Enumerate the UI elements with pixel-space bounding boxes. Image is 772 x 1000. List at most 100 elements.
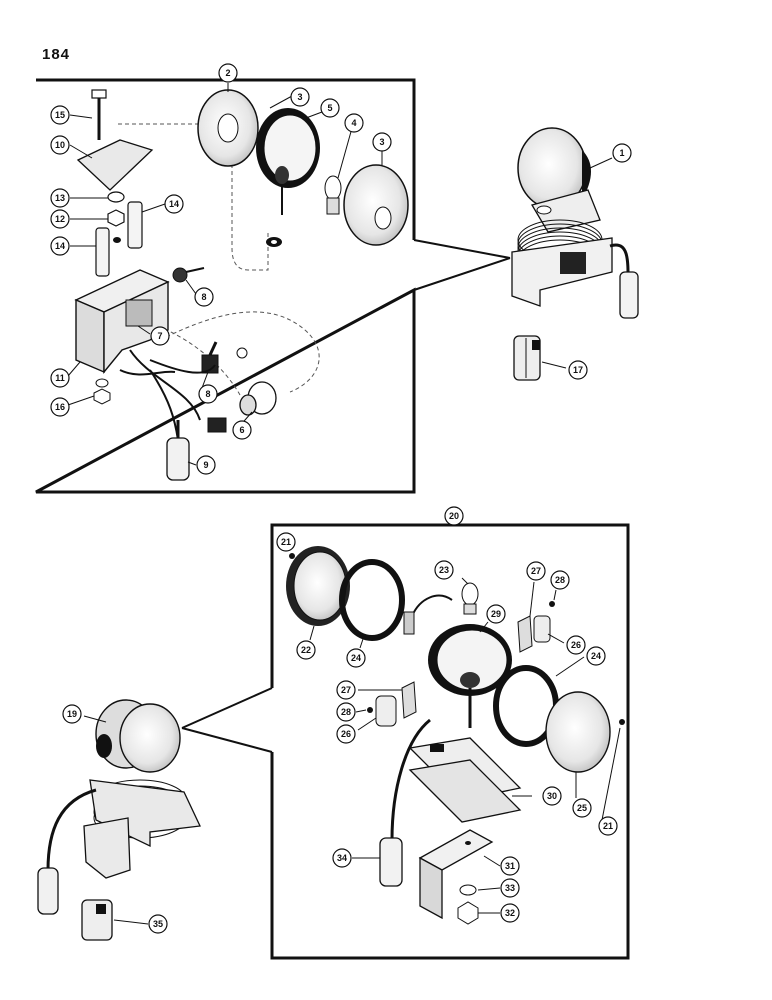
callout-8b: 8	[198, 384, 218, 404]
callout-circle	[486, 604, 506, 624]
callout-circle	[320, 98, 340, 118]
callout-circle	[500, 903, 520, 923]
bracket-31	[418, 829, 494, 920]
callout-9: 9	[196, 455, 216, 475]
callout-label: 4	[351, 118, 356, 128]
callout-circle	[336, 680, 356, 700]
callout-3a: 3	[290, 87, 310, 107]
callout-circle	[50, 209, 70, 229]
washer-33	[459, 884, 477, 896]
top-leaders	[67, 83, 383, 466]
bulb-23	[461, 582, 479, 615]
callout-circle	[500, 878, 520, 898]
callout-23: 23	[434, 560, 454, 580]
callout-circle	[50, 135, 70, 155]
nut-12	[107, 209, 125, 227]
page-number: 184	[42, 46, 71, 63]
lens-22	[286, 546, 350, 626]
callout-circle	[500, 856, 520, 876]
callout-22: 22	[296, 640, 316, 660]
assembled-lamp-1	[511, 127, 639, 319]
callout-label: 8	[205, 389, 210, 399]
housing-5	[256, 108, 320, 215]
lens-3b	[343, 164, 409, 246]
nut-16	[93, 388, 111, 405]
callout-label: 11	[55, 373, 65, 383]
callout-label: 13	[55, 193, 65, 203]
callout-label: 16	[55, 402, 65, 412]
callout-19: 19	[62, 704, 82, 724]
callout-10: 10	[50, 135, 70, 155]
callout-circle	[194, 287, 214, 307]
screw-28b	[367, 707, 373, 713]
callout-circle	[336, 724, 356, 744]
callout-21b: 21	[598, 816, 618, 836]
callout-circle	[50, 397, 70, 417]
callout-21a: 21	[276, 532, 296, 552]
callout-13: 13	[50, 188, 70, 208]
top-pointer-upper	[413, 239, 511, 259]
callout-28b: 28	[336, 702, 356, 722]
callout-circle	[598, 816, 618, 836]
bottom-group-frame	[270, 523, 630, 960]
callout-circle	[62, 704, 82, 724]
callout-label: 28	[555, 575, 565, 585]
assembled-lamp-19	[37, 699, 201, 915]
callout-12: 12	[50, 209, 70, 229]
callout-label: 21	[603, 821, 613, 831]
callout-27a: 27	[526, 561, 546, 581]
callout-circle	[372, 132, 392, 152]
callout-circle	[612, 143, 632, 163]
lens-3a	[197, 89, 259, 167]
callout-26a: 26	[566, 635, 586, 655]
spacer-14a	[127, 201, 143, 249]
callout-8a: 8	[194, 287, 214, 307]
callout-circle	[50, 236, 70, 256]
callout-6: 6	[232, 420, 252, 440]
callout-circle	[346, 648, 366, 668]
callout-circle	[276, 532, 296, 552]
spacer-14b	[95, 227, 110, 277]
callout-circle	[572, 798, 592, 818]
callout-35: 35	[148, 914, 168, 934]
callout-circle	[296, 640, 316, 660]
callout-5: 5	[320, 98, 340, 118]
screw-21b	[619, 719, 625, 725]
bracket-30	[408, 737, 522, 823]
callout-14b: 14	[50, 236, 70, 256]
callout-label: 3	[379, 137, 384, 147]
callout-33: 33	[500, 878, 520, 898]
socket-lead	[411, 594, 453, 617]
callout-circle	[586, 646, 606, 666]
screw-21a	[289, 553, 295, 559]
callout-label: 6	[239, 425, 244, 435]
callout-circle	[344, 113, 364, 133]
callout-layer: 1233456788910111213141415161719202121222…	[50, 63, 632, 934]
top-group-frame	[35, 78, 416, 494]
washer-13	[107, 191, 125, 203]
callout-label: 21	[281, 537, 291, 547]
callout-25: 25	[572, 798, 592, 818]
callout-label: 15	[55, 110, 65, 120]
plug-9	[166, 420, 190, 481]
callout-circle	[542, 786, 562, 806]
clip-27a	[517, 615, 533, 653]
bracket-11	[74, 269, 170, 374]
bottom-pointer-lower	[181, 727, 273, 753]
callout-label: 27	[341, 685, 351, 695]
callout-label: 25	[577, 803, 587, 813]
callout-11: 11	[50, 368, 70, 388]
callout-label: 7	[157, 331, 162, 341]
plate-10	[76, 139, 154, 191]
callout-label: 20	[449, 511, 459, 521]
nut-16-washer	[95, 378, 109, 388]
callout-label: 32	[505, 908, 515, 918]
callout-circle	[150, 326, 170, 346]
callout-7: 7	[150, 326, 170, 346]
bolt-15	[91, 89, 107, 140]
callout-28a: 28	[550, 570, 570, 590]
top-wires	[119, 349, 216, 421]
callout-circle	[290, 87, 310, 107]
callout-label: 14	[55, 241, 65, 251]
